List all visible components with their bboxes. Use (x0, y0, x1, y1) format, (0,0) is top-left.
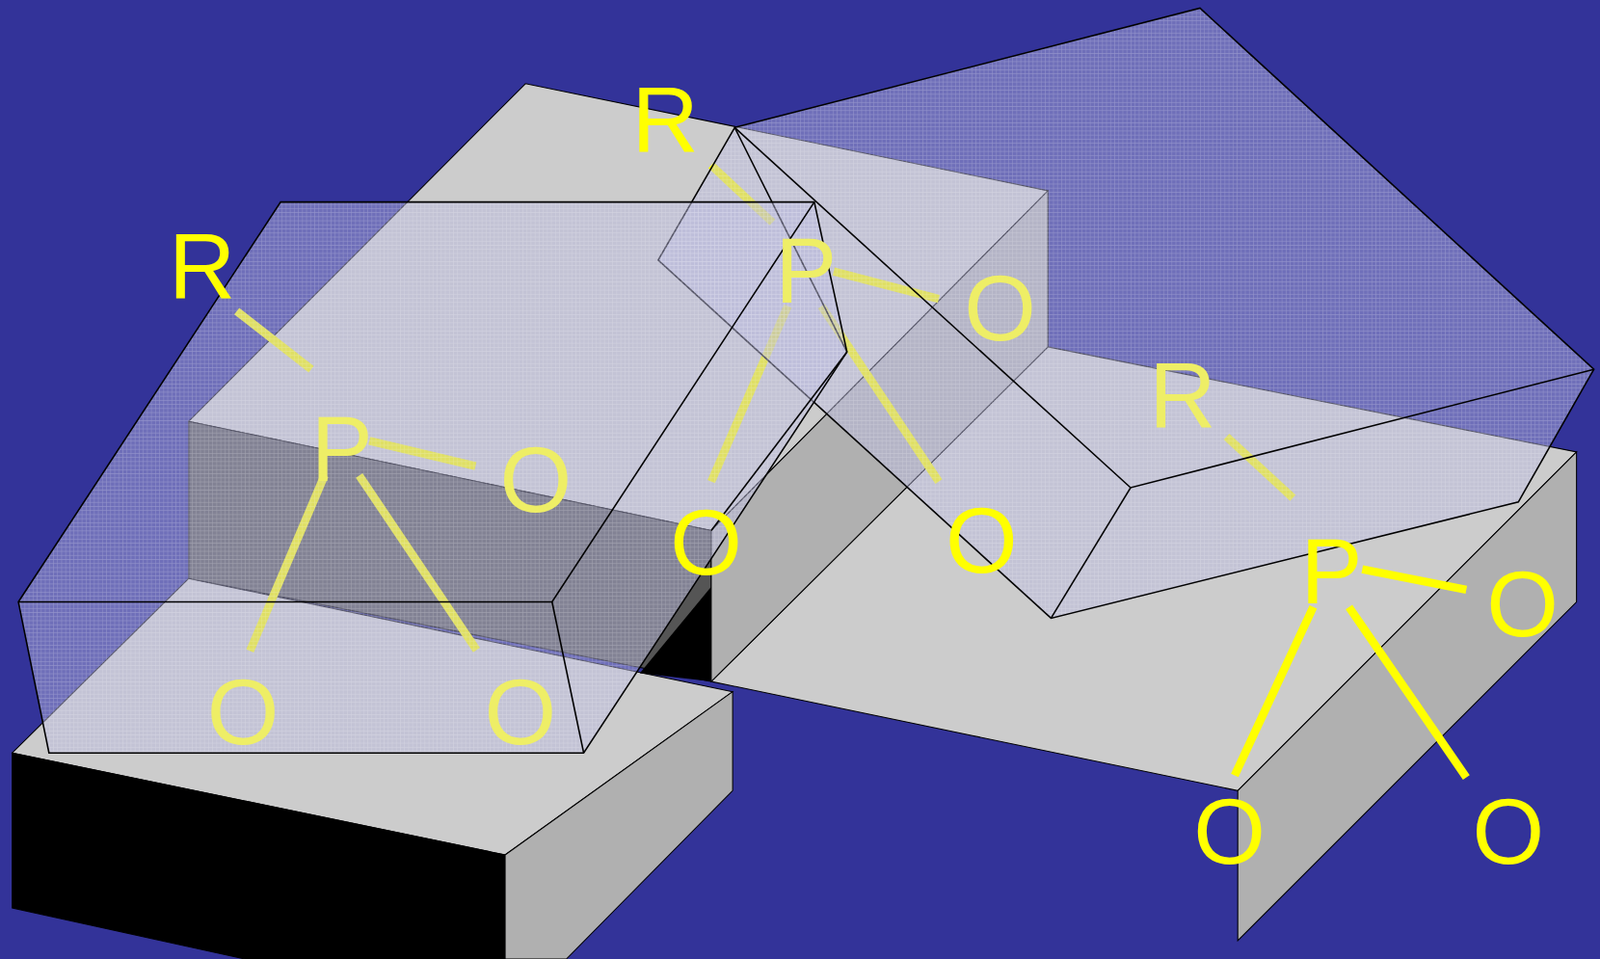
atom-label: O (1193, 785, 1266, 879)
hatched-plane (658, 7, 1595, 618)
hatched-plane (18, 202, 848, 754)
atom-label: O (1486, 558, 1559, 651)
atom-label: R (168, 220, 236, 314)
atom-label: P (1301, 525, 1363, 618)
atom-label: O (945, 494, 1018, 587)
atom-label: O (207, 666, 280, 759)
atom-label: P (311, 402, 374, 496)
atom-label: R (1148, 349, 1216, 443)
atom-label: O (484, 666, 558, 759)
atom-label: R (632, 74, 699, 167)
atom-label: P (774, 224, 837, 318)
atom-label: O (499, 433, 572, 527)
atom-label: O (1471, 785, 1545, 879)
atom-label: O (669, 496, 743, 589)
atom-label: O (963, 262, 1037, 355)
